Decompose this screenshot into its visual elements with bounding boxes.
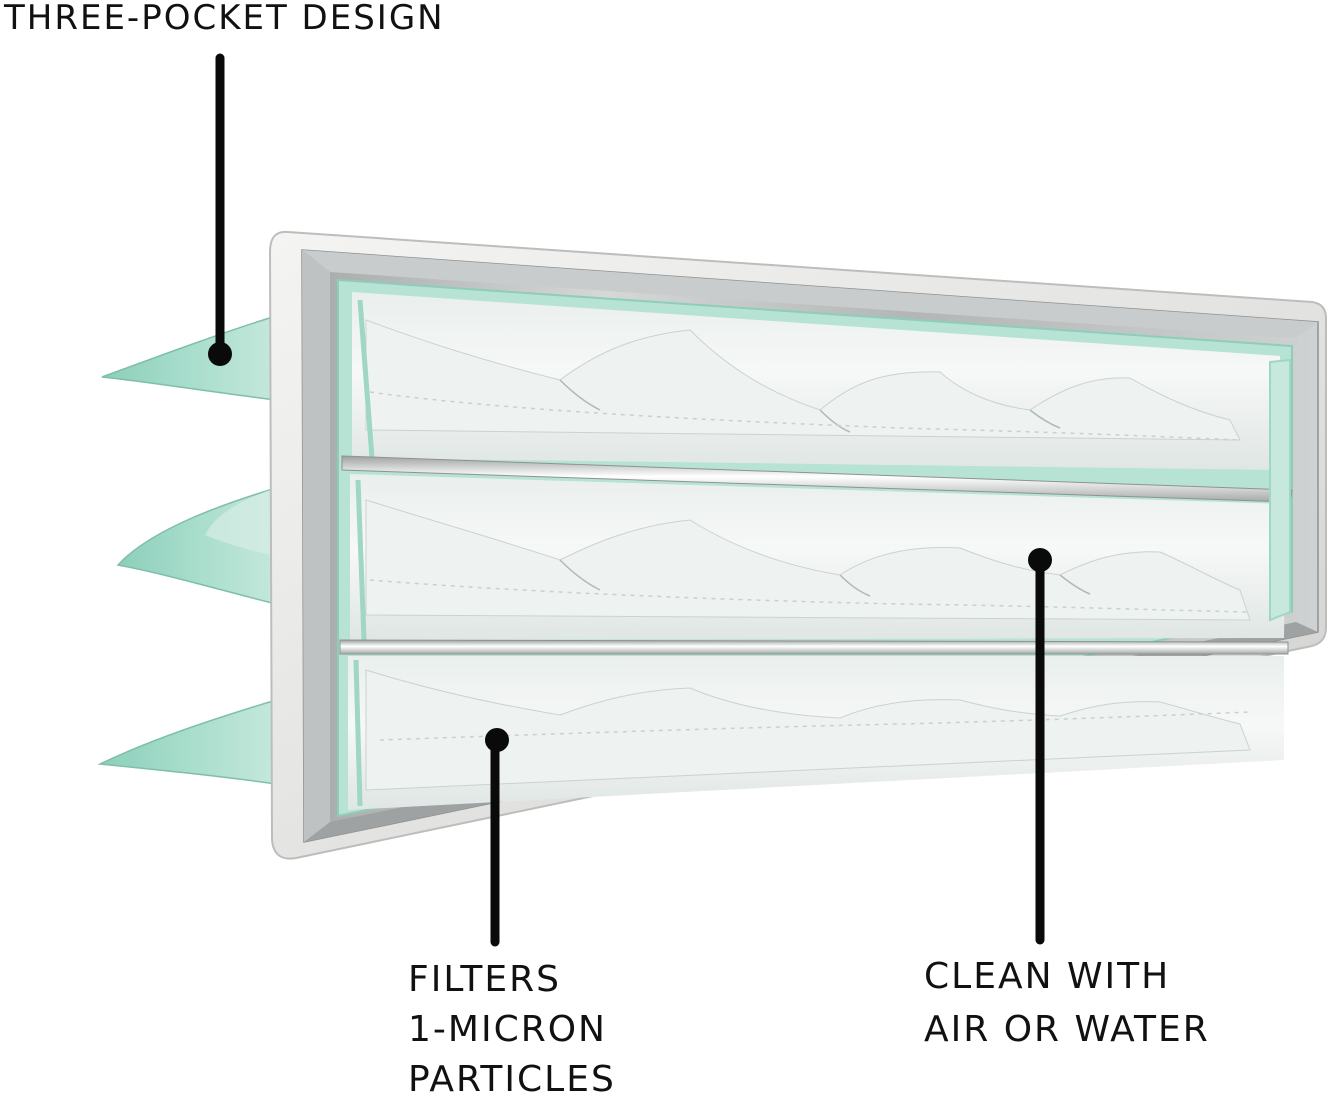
- pocket-row-2: [350, 474, 1286, 641]
- callout-clean: CLEAN WITH AIR OR WATER: [924, 950, 1210, 1056]
- pocket-row-3: [348, 656, 1284, 810]
- pocket-row-1: [352, 292, 1282, 470]
- callout-filters: FILTERS 1-MICRON PARTICLES: [408, 955, 616, 1104]
- pocket-bag-top: [101, 314, 277, 401]
- callout-filters-line-2: 1-MICRON: [408, 1009, 607, 1050]
- callout-clean-line-2: AIR OR WATER: [924, 1009, 1210, 1050]
- leader-filters: [485, 728, 509, 947]
- pocket-bag-tips: [97, 314, 277, 785]
- callout-filters-line-3: PARTICLES: [408, 1059, 616, 1100]
- callout-filters-line-1: FILTERS: [408, 959, 562, 1000]
- callout-three-pocket: THREE-POCKET DESIGN: [4, 0, 445, 38]
- divider-bar-2: [339, 639, 1289, 655]
- callout-clean-line-1: CLEAN WITH: [924, 956, 1171, 997]
- leader-three-pocket: [208, 53, 232, 366]
- pocket-bag-bottom: [97, 698, 277, 785]
- callout-three-pocket-line-1: THREE-POCKET DESIGN: [4, 0, 445, 38]
- leader-clean: [1028, 548, 1052, 945]
